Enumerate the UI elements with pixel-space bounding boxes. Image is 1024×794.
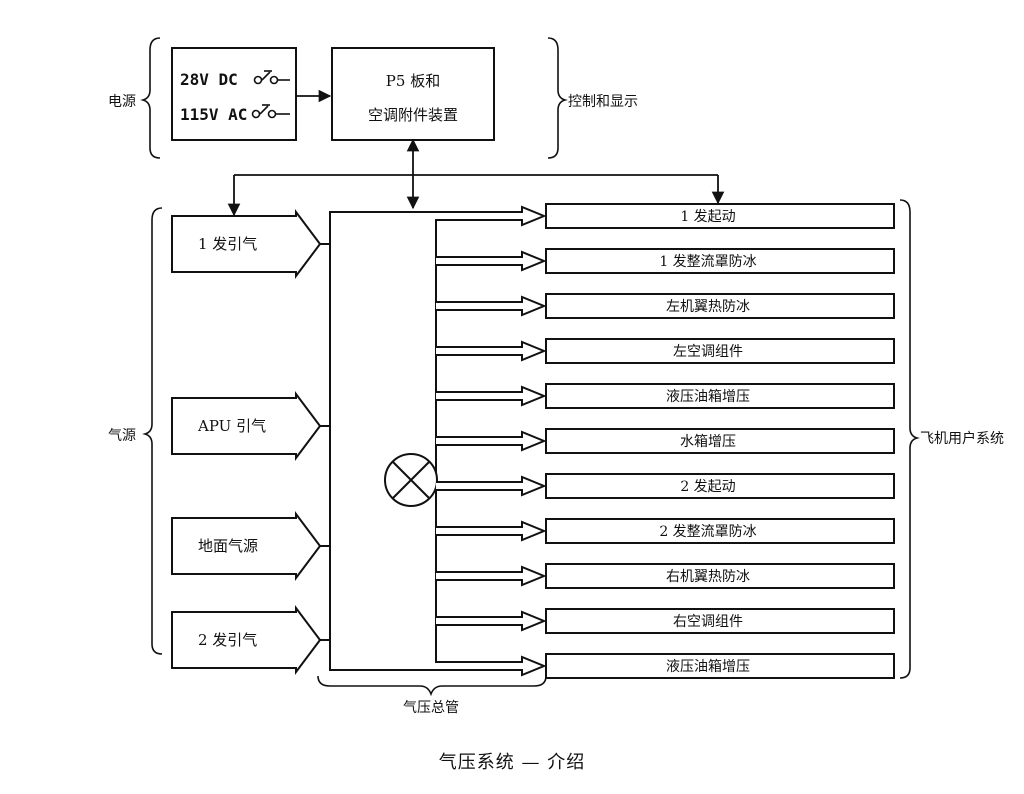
user-system-box: 2 发起动 (545, 473, 895, 499)
user-system-box: 1 发整流罩防冰 (545, 248, 895, 274)
source-arrow: 地面气源 (171, 511, 322, 581)
branch-list (320, 212, 547, 670)
branch-arrow (436, 295, 547, 317)
branch-arrow (436, 385, 547, 407)
manifold-brace (317, 675, 547, 697)
source-arrow: APU 引气 (171, 391, 322, 461)
switch-icon (253, 70, 290, 85)
branch-arrow (436, 250, 547, 272)
air-source-label: 气源 (108, 428, 136, 444)
power-source-label: 电源 (108, 94, 136, 110)
user-system-box: 左机翼热防冰 (545, 293, 895, 319)
user-system-label: 2 发整流罩防冰 (659, 524, 756, 540)
valve-icon (384, 453, 438, 507)
user-system-box: 右机翼热防冰 (545, 563, 895, 589)
user-system-box: 2 发整流罩防冰 (545, 518, 895, 544)
control-display-label: 控制和显示 (568, 94, 638, 110)
source-label: 1 发引气 (198, 235, 257, 253)
power-dc-label: 28V DC (180, 70, 238, 89)
power-brace (140, 37, 161, 159)
source-label: 地面气源 (198, 537, 258, 555)
branch-arrow (436, 520, 547, 542)
switch-icon (251, 104, 290, 119)
source-label: APU 引气 (197, 417, 266, 435)
user-system-box: 1 发起动 (545, 203, 895, 229)
user-system-box: 右空调组件 (545, 608, 895, 634)
control-brace (547, 37, 568, 159)
branch-arrow (436, 340, 547, 362)
manifold-outline (329, 205, 547, 677)
user-system-label: 2 发起动 (680, 479, 735, 495)
panel-line1: P5 板和 (386, 72, 440, 90)
user-brace (899, 199, 920, 679)
power-box (171, 47, 297, 141)
user-system-box: 液压油箱增压 (545, 383, 895, 409)
user-system-box: 水箱增压 (545, 428, 895, 454)
user-system-label: 1 发整流罩防冰 (659, 254, 756, 270)
user-system-label: 水箱增压 (680, 434, 736, 450)
user-system-label: 液压油箱增压 (666, 659, 750, 675)
source-arrow: 2 发引气 (171, 605, 322, 675)
power-ac-label: 115V AC (180, 105, 247, 124)
user-system-label: 右空调组件 (673, 614, 743, 630)
user-system-label: 液压油箱增压 (666, 389, 750, 405)
user-system-label: 1 发起动 (680, 209, 735, 225)
branch-arrow (436, 610, 547, 632)
control-panel-box (331, 47, 495, 141)
source-label: 2 发引气 (198, 631, 257, 649)
manifold-label: 气压总管 (403, 700, 459, 716)
user-systems-label: 飞机用户系统 (920, 430, 1004, 447)
user-system-label: 右机翼热防冰 (666, 569, 750, 585)
branch-arrow (436, 565, 547, 587)
source-arrow: 1 发引气 (171, 209, 322, 279)
branch-arrow (436, 430, 547, 452)
user-system-box: 液压油箱增压 (545, 653, 895, 679)
user-system-label: 左机翼热防冰 (666, 299, 750, 315)
user-system-box: 左空调组件 (545, 338, 895, 364)
user-system-label: 左空调组件 (673, 344, 743, 360)
panel-line2: 空调附件装置 (368, 106, 458, 124)
air-source-brace (142, 207, 163, 655)
figure-caption: 气压系统 — 介绍 (438, 752, 586, 773)
branch-arrow (436, 475, 547, 497)
